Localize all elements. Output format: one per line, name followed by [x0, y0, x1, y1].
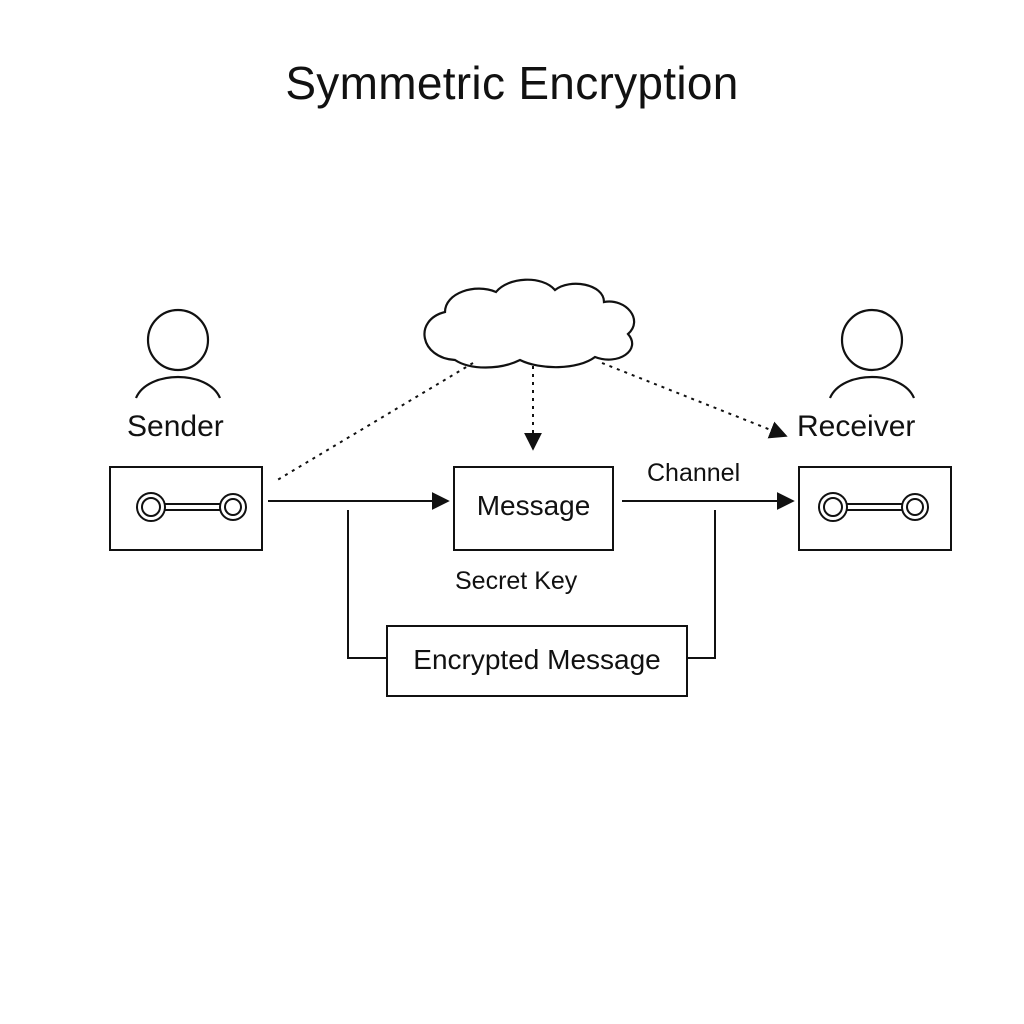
- key-distribution-arrow-receiver: [601, 362, 788, 439]
- encrypted-message-label: Encrypted Message: [413, 644, 661, 675]
- encrypted-message-box: [386, 625, 688, 697]
- sender-label: Sender: [127, 410, 224, 443]
- sender-box: [109, 466, 263, 551]
- encrypted-path-left: [347, 510, 386, 659]
- receiver-key-icon: [818, 492, 929, 522]
- diagram-title: Symmetric Encryption: [285, 57, 739, 109]
- sender-person-icon: [134, 308, 222, 399]
- encrypted-path-right: [688, 510, 716, 659]
- receiver-person-icon: [828, 308, 916, 399]
- receiver-label: Receiver: [797, 410, 916, 443]
- key-distribution-line-sender: [273, 362, 474, 483]
- sender-key-icon: [136, 492, 247, 522]
- secret-key-label: Secret Key: [455, 567, 578, 595]
- cloud-icon: [423, 278, 636, 369]
- message-label: Message: [476, 490, 591, 521]
- channel-label: Channel: [647, 459, 741, 487]
- message-box: [453, 466, 614, 551]
